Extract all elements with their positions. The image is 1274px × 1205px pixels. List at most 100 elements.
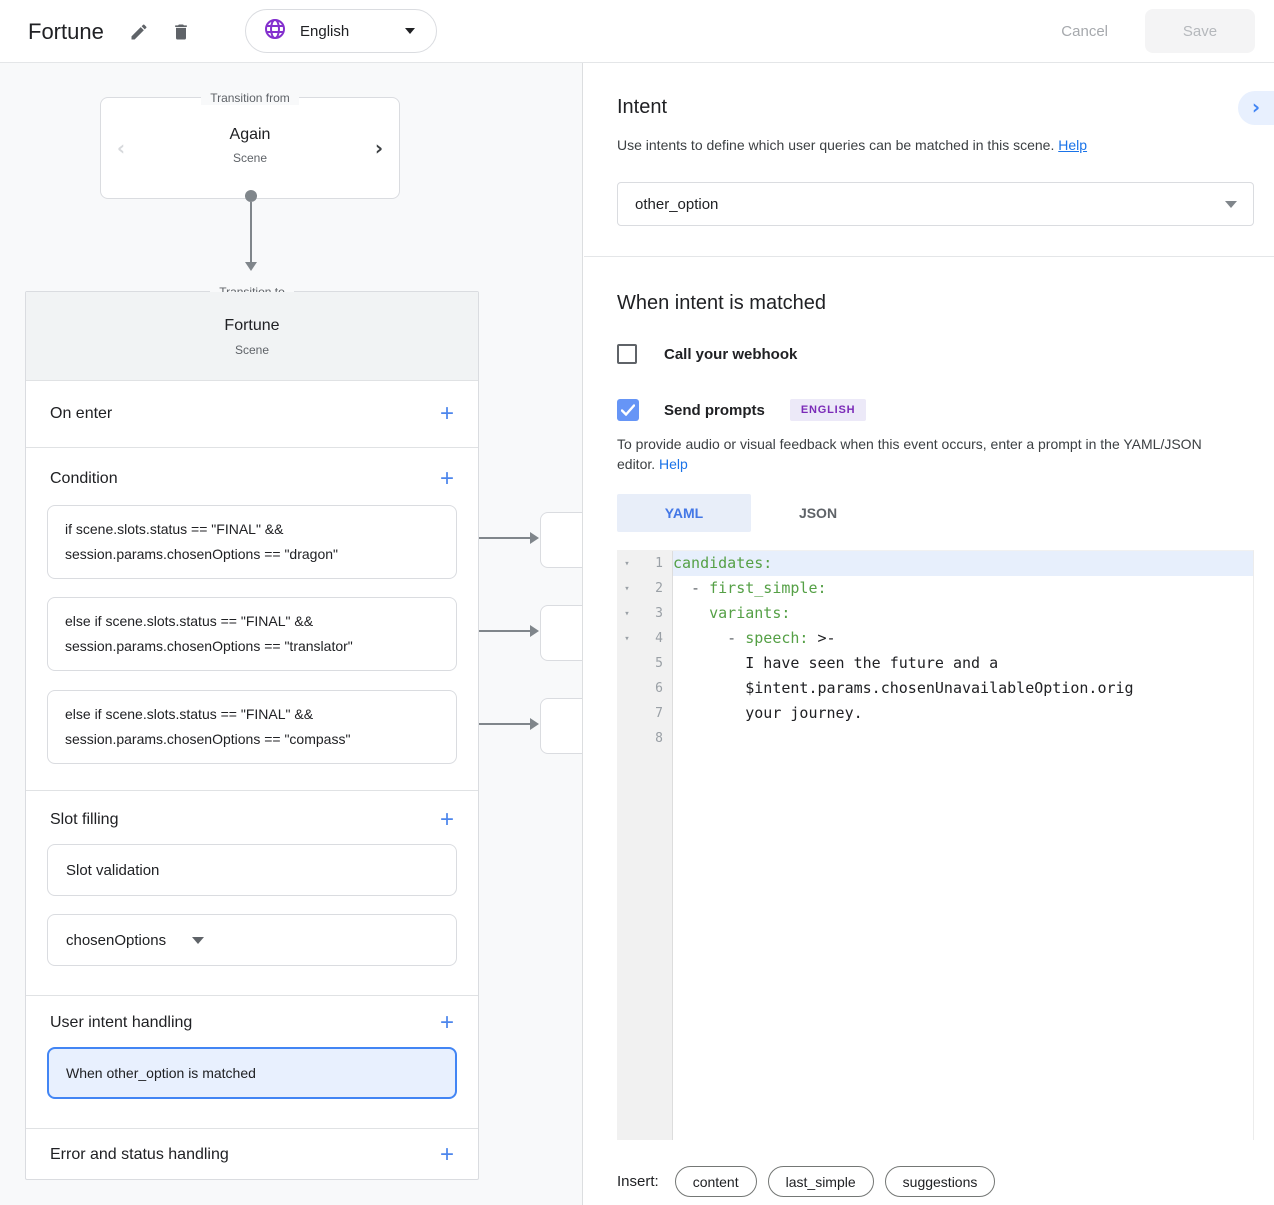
next-scene-chevron-icon[interactable]: › (374, 136, 384, 160)
condition-item-2[interactable]: else if scene.slots.status == "FINAL" &&… (47, 597, 457, 671)
user-intent-item-selected[interactable]: When other_option is matched (47, 1047, 457, 1099)
insert-row: Insert: content last_simple suggestions (617, 1166, 1006, 1197)
webhook-checkbox-row[interactable]: Call your webhook (617, 344, 797, 364)
chevron-right-icon: › (1251, 95, 1261, 119)
scene-graph-panel: Transition from ‹ Again Scene › (0, 63, 583, 1205)
send-prompts-checkbox-row[interactable]: Send prompts ENGLISH (617, 399, 867, 421)
code-line: $intent.params.chosenUnavailableOption.o… (673, 679, 1134, 697)
webhook-checkbox[interactable] (617, 344, 637, 364)
code-line: - speech: >- (673, 629, 836, 647)
add-condition-button[interactable]: + (439, 465, 454, 492)
section-divider (26, 1128, 478, 1129)
connector-line (250, 202, 252, 262)
insert-content-chip[interactable]: content (674, 1166, 757, 1197)
condition-transition-target-2[interactable] (540, 605, 582, 661)
send-prompts-checkbox[interactable] (617, 399, 639, 421)
slot-filling-section-header: Slot filling + (26, 795, 478, 845)
tab-json[interactable]: JSON (798, 505, 838, 521)
panel-divider (584, 256, 1274, 257)
slot-chosenoptions-item[interactable]: chosenOptions (47, 914, 457, 966)
connector-arrowhead-icon (530, 718, 539, 730)
edit-scene-button[interactable] (126, 19, 152, 45)
prompts-description: To provide audio or visual feedback when… (617, 436, 1202, 472)
fold-icon[interactable]: ▾ (624, 633, 630, 644)
help-link[interactable]: Help (659, 456, 688, 472)
condition-item-1[interactable]: if scene.slots.status == "FINAL" && sess… (47, 505, 457, 579)
chevron-down-icon (192, 936, 205, 944)
yaml-code-editor[interactable]: ▾1 ▾2 ▾3 ▾4 5 6 7 8 candidates: - first_… (617, 550, 1254, 1140)
connector-arrowhead-icon (245, 262, 257, 271)
transition-from-card: Transition from ‹ Again Scene › (100, 91, 400, 199)
slot-validation-item[interactable]: Slot validation (47, 844, 457, 896)
code-area[interactable]: candidates: - first_simple: variants: - … (673, 551, 1253, 1140)
fold-icon[interactable]: ▾ (624, 583, 630, 594)
delete-scene-button[interactable] (168, 19, 194, 45)
intent-dropdown[interactable]: other_option (617, 182, 1254, 226)
connector-arrowhead-icon (530, 532, 539, 544)
user-intent-section-header: User intent handling + (26, 998, 478, 1048)
prev-scene-chevron-icon[interactable]: ‹ (116, 136, 126, 160)
scene-title: Fortune (28, 18, 104, 44)
condition-transition-target-1[interactable] (540, 512, 582, 568)
language-badge: ENGLISH (789, 399, 867, 421)
send-prompts-label: Send prompts (664, 401, 765, 419)
connector-line (461, 723, 530, 725)
code-line: candidates: (673, 551, 1253, 576)
tab-yaml[interactable]: YAML (617, 494, 751, 532)
add-user-intent-button[interactable]: + (439, 1009, 454, 1036)
connector-line (461, 537, 530, 539)
section-divider (26, 447, 478, 448)
add-error-handler-button[interactable]: + (439, 1141, 454, 1168)
section-divider (26, 995, 478, 996)
intent-editor-panel: Intent › Use intents to define which use… (584, 63, 1274, 1205)
intent-dropdown-value: other_option (635, 195, 719, 213)
cancel-button[interactable]: Cancel (1061, 23, 1108, 40)
code-line: I have seen the future and a (673, 654, 999, 672)
from-scene-type: Scene (232, 150, 268, 165)
help-link[interactable]: Help (1058, 137, 1088, 153)
scene-type: Scene (234, 343, 270, 357)
code-line: - first_simple: (673, 579, 827, 597)
fold-icon[interactable]: ▾ (624, 608, 630, 619)
save-button[interactable]: Save (1145, 9, 1255, 53)
code-line (673, 726, 1253, 751)
code-line: your journey. (673, 704, 863, 722)
webhook-label: Call your webhook (664, 345, 798, 363)
connector-dot (245, 190, 257, 202)
slot-filling-label: Slot filling (50, 811, 119, 828)
error-section-header: Error and status handling + (26, 1130, 478, 1180)
insert-suggestions-chip[interactable]: suggestions (884, 1166, 996, 1197)
add-on-enter-button[interactable]: + (439, 400, 454, 427)
editor-gutter: ▾1 ▾2 ▾3 ▾4 5 6 7 8 (617, 551, 673, 1140)
condition-section-header: Condition + (26, 454, 478, 504)
from-scene-name: Again (229, 125, 271, 143)
condition-label: Condition (50, 470, 118, 487)
section-divider (26, 790, 478, 791)
insert-label: Insert: (617, 1173, 659, 1190)
language-selector[interactable]: English (245, 9, 437, 53)
add-slot-button[interactable]: + (439, 806, 454, 833)
scene-card: Transition to Fortune Scene On enter + C… (25, 285, 479, 1180)
condition-item-3[interactable]: else if scene.slots.status == "FINAL" &&… (47, 690, 457, 764)
fold-icon[interactable]: ▾ (624, 558, 630, 569)
intent-panel-title: Intent (617, 96, 668, 118)
insert-last-simple-chip[interactable]: last_simple (767, 1166, 874, 1197)
pencil-icon (129, 22, 149, 42)
connector-arrowhead-icon (530, 625, 539, 637)
on-enter-section-header: On enter + (26, 389, 478, 439)
matched-heading: When intent is matched (617, 292, 826, 314)
error-handling-label: Error and status handling (50, 1146, 229, 1163)
trash-icon (171, 22, 191, 42)
globe-icon (263, 17, 287, 46)
collapse-panel-button[interactable]: › (1238, 91, 1274, 125)
on-enter-label: On enter (50, 405, 113, 422)
language-label: English (300, 22, 350, 40)
scene-name: Fortune (224, 317, 280, 334)
top-bar: Fortune English Cancel Save (0, 0, 1274, 63)
intent-description: Use intents to define which user queries… (617, 137, 1088, 153)
scene-card-header: Fortune Scene (26, 292, 478, 381)
condition-transition-target-3[interactable] (540, 698, 582, 754)
code-line: variants: (709, 604, 791, 622)
connector-line (461, 630, 530, 632)
user-intent-label: User intent handling (50, 1014, 193, 1031)
